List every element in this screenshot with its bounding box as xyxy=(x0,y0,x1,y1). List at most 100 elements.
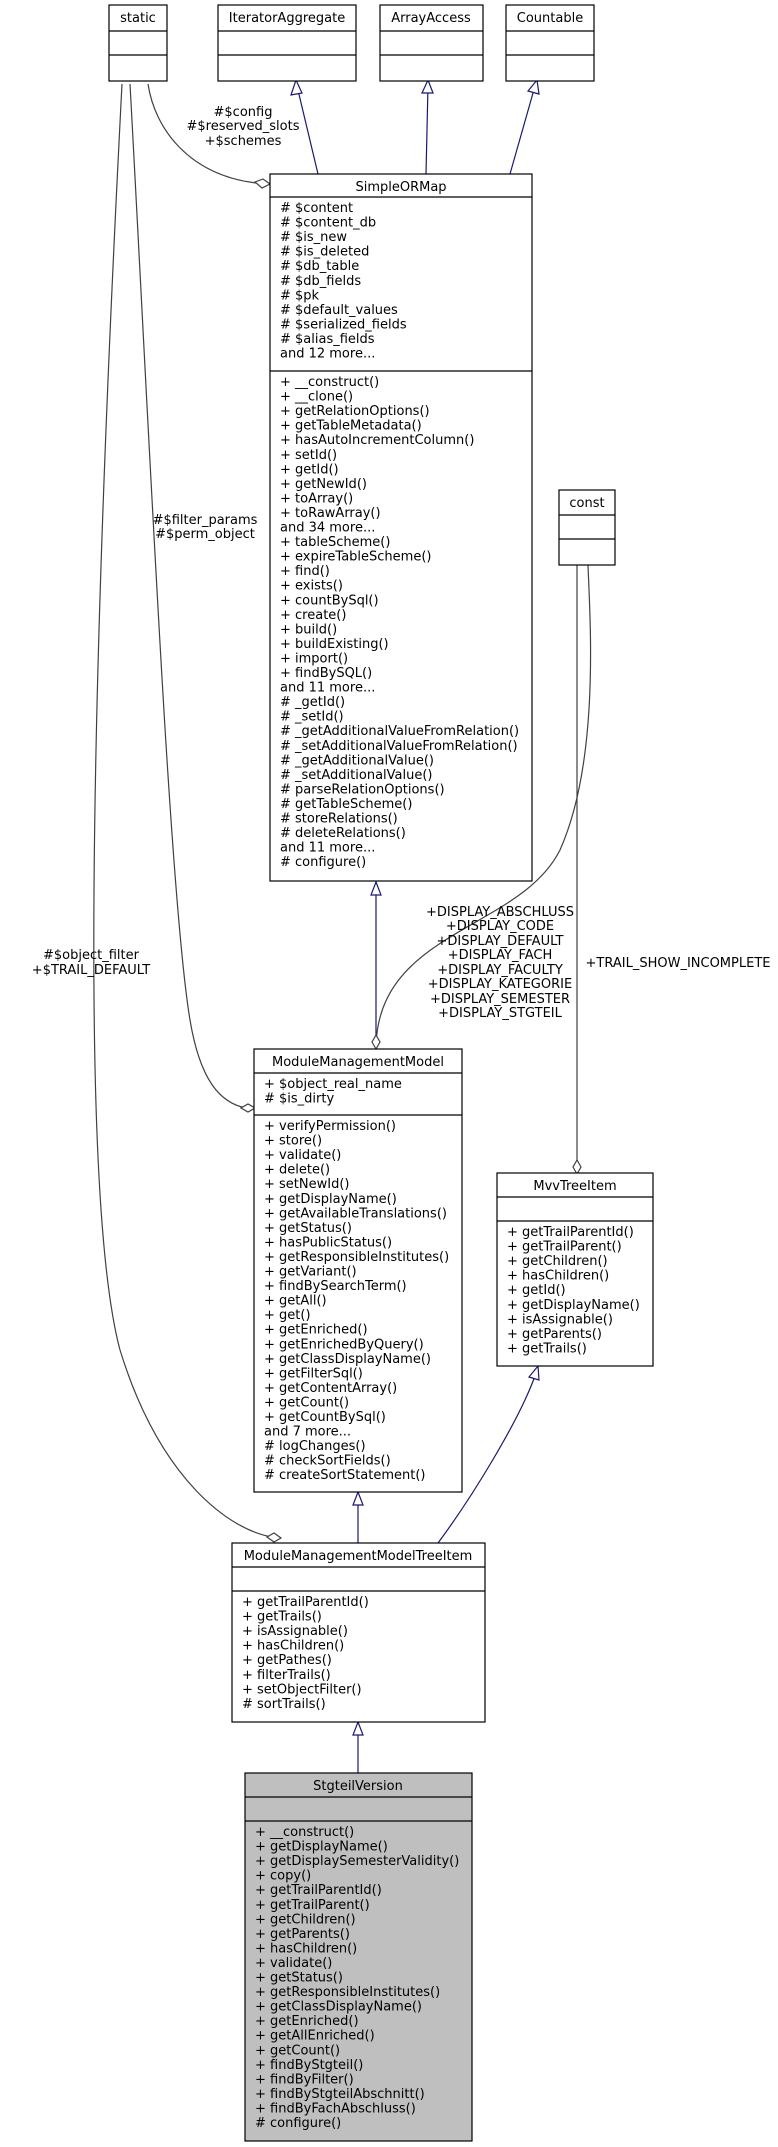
attribute-item: # $content_db xyxy=(280,216,376,231)
method-item: # _setAdditionalValueFromRelation() xyxy=(280,739,518,754)
aggregation-diamond xyxy=(265,1532,283,1543)
method-item: + getStatus() xyxy=(255,1971,343,1986)
method-item: + getAvailableTranslations() xyxy=(264,1206,447,1221)
method-item: + countBySql() xyxy=(280,593,379,608)
method-item: + getTrails() xyxy=(242,1610,322,1625)
attribute-item: # $content xyxy=(280,201,353,216)
class-name: ModuleManagementModelTreeItem xyxy=(244,1549,473,1564)
method-item: + setId() xyxy=(280,448,337,463)
method-item: + getTrailParentId() xyxy=(255,1883,382,1898)
edge-simpleormap-const-use xyxy=(375,564,592,1046)
method-item: + getFilterSql() xyxy=(264,1366,363,1381)
edge-label: +DISPLAY_FACULTY xyxy=(437,963,563,978)
method-item: # _getAdditionalValueFromRelation() xyxy=(280,724,519,739)
class-const[interactable]: const xyxy=(558,489,616,566)
method-item: and 7 more... xyxy=(264,1425,351,1440)
edge-static-mmm xyxy=(129,83,247,1109)
method-item: + __construct() xyxy=(255,1825,354,1840)
class-modulemanagementmodel[interactable]: ModuleManagementModel + $object_real_nam… xyxy=(253,1048,463,1493)
method-item: + hasChildren() xyxy=(242,1639,344,1654)
method-item: + store() xyxy=(264,1134,322,1149)
attribute-item: and 12 more... xyxy=(280,347,375,362)
class-name: ArrayAccess xyxy=(391,11,471,26)
attribute-item: + $object_real_name xyxy=(264,1077,402,1092)
class-stgteilversion[interactable]: StgteilVersion + __construct() + getDispl… xyxy=(244,1772,473,2142)
class-name: StgteilVersion xyxy=(313,1779,403,1794)
edge-label: +$TRAIL_DEFAULT xyxy=(32,963,150,978)
method-item: + buildExisting() xyxy=(280,637,389,652)
class-mvvtreeitem[interactable]: MvvTreeItem + getTrailParentId()+ getTra… xyxy=(496,1172,654,1367)
method-item: # _getId() xyxy=(280,695,345,710)
class-modulemanagementmodeltreeitem[interactable]: ModuleManagementModelTreeItem + getTrail… xyxy=(231,1542,486,1723)
attribute-item: # $is_new xyxy=(280,230,347,245)
method-item: # configure() xyxy=(280,855,366,870)
method-item: # getTableScheme() xyxy=(280,797,412,812)
method-item: + getCount() xyxy=(255,2043,340,2058)
method-item: + getRelationOptions() xyxy=(280,404,430,419)
inheritance-arrowhead xyxy=(352,1490,364,1506)
class-countable[interactable]: Countable xyxy=(505,4,595,82)
method-item: + getCountBySql() xyxy=(264,1410,386,1425)
attribute-item: # $db_fields xyxy=(280,274,361,289)
method-item: + getEnriched() xyxy=(264,1323,368,1338)
method-item: # _getAdditionalValue() xyxy=(280,753,434,768)
class-iteratoraggregate[interactable]: IteratorAggregate xyxy=(217,4,357,82)
method-item: + isAssignable() xyxy=(507,1312,613,1327)
edge-label: #$object_filter xyxy=(43,948,140,963)
method-item: + isAssignable() xyxy=(242,1624,348,1639)
edge-label: +$schemes xyxy=(205,134,282,149)
method-item: + findByStgteilAbschnitt() xyxy=(255,2087,425,2102)
method-item: # sortTrails() xyxy=(242,1697,326,1712)
method-item: + expireTableScheme() xyxy=(280,550,431,565)
edge-static-treeitem xyxy=(93,83,273,1538)
method-item: + __construct() xyxy=(280,375,379,390)
edge-static-simpleormap xyxy=(147,83,257,184)
edges xyxy=(93,78,592,1773)
class-name: static xyxy=(120,11,156,26)
method-item: + getAllEnriched() xyxy=(255,2029,375,2044)
method-item: + findByStgteil() xyxy=(255,2058,363,2073)
method-item: + getChildren() xyxy=(255,1912,356,1927)
method-item: + toArray() xyxy=(280,491,353,506)
method-item: + import() xyxy=(280,652,348,667)
edge-iteratoraggregate-simpleormap xyxy=(296,85,319,175)
method-item: + create() xyxy=(280,608,346,623)
method-item: + getId() xyxy=(280,462,339,477)
edge-label: +TRAIL_SHOW_INCOMPLETE xyxy=(586,956,771,971)
method-item: + findBySearchTerm() xyxy=(264,1279,407,1294)
method-item: + hasChildren() xyxy=(507,1269,609,1284)
method-item: + copy() xyxy=(255,1869,311,1884)
inheritance-arrowhead xyxy=(527,1364,540,1381)
class-arrayaccess[interactable]: ArrayAccess xyxy=(379,4,484,82)
method-item: + getContentArray() xyxy=(264,1381,397,1396)
method-item: + setNewId() xyxy=(264,1177,349,1192)
edge-label: +DISPLAY_KATEGORIE xyxy=(428,977,572,992)
method-item: + build() xyxy=(280,622,337,637)
edge-label: #$perm_object xyxy=(155,527,255,542)
edge-label: +DISPLAY_FACH xyxy=(448,948,553,963)
attribute-item: # $is_dirty xyxy=(264,1092,334,1107)
method-item: + hasPublicStatus() xyxy=(264,1235,392,1250)
method-item: and 11 more... xyxy=(280,681,375,696)
method-item: + getCount() xyxy=(264,1396,349,1411)
class-static[interactable]: static xyxy=(108,4,168,82)
aggregation-diamond xyxy=(239,1103,257,1113)
method-item: + getDisplaySemesterValidity() xyxy=(255,1854,459,1869)
method-item: + getEnrichedByQuery() xyxy=(264,1337,424,1352)
method-list: + getTrailParentId()+ getTrails()+ isAss… xyxy=(242,1595,369,1712)
aggregation-diamond xyxy=(371,1033,381,1051)
class-simpleormap[interactable]: SimpleORMap # $content# $content_db# $is… xyxy=(269,173,533,882)
method-item: + getParents() xyxy=(507,1327,602,1342)
attribute-list: + $object_real_name# $is_dirty xyxy=(264,1077,402,1107)
method-item: + getResponsibleInstitutes() xyxy=(264,1250,449,1265)
attribute-list: # $content# $content_db# $is_new# $is_de… xyxy=(280,201,407,362)
class-name: ModuleManagementModel xyxy=(272,1055,444,1070)
attribute-item: # $serialized_fields xyxy=(280,317,407,332)
method-item: + find() xyxy=(280,564,330,579)
method-item: + exists() xyxy=(280,579,343,594)
method-item: # checkSortFields() xyxy=(264,1454,391,1469)
edge-mvvtreeitem-treeitem xyxy=(437,1372,537,1544)
method-item: # _setAdditionalValue() xyxy=(280,768,433,783)
method-item: + validate() xyxy=(264,1148,341,1163)
